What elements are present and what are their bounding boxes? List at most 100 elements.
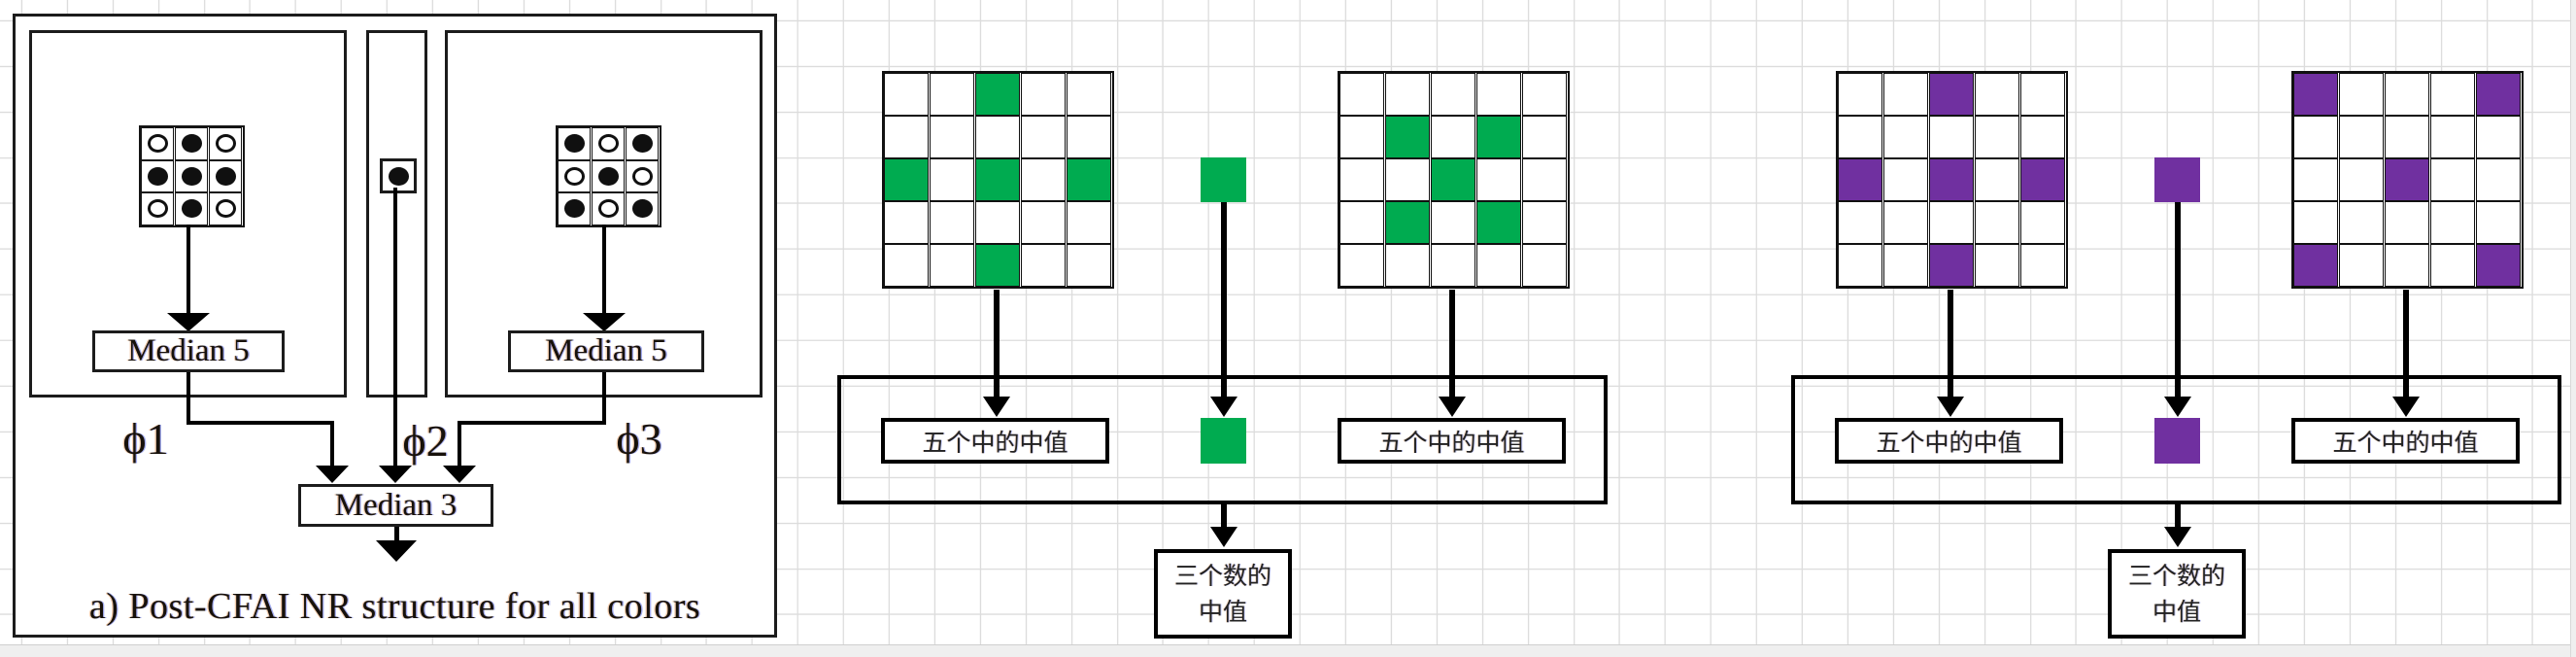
empty-pixel-cell <box>1431 73 1475 116</box>
empty-pixel-cell <box>1021 244 1066 287</box>
phi1-line <box>186 421 332 425</box>
arrow-line <box>2403 290 2409 398</box>
empty-pixel-cell <box>2476 116 2521 158</box>
empty-pixel-cell <box>1339 73 1384 116</box>
phi2-line <box>393 188 397 467</box>
empty-pixel-cell <box>2385 201 2429 244</box>
kernel-cell <box>558 159 591 193</box>
empty-pixel-cell <box>1929 201 1974 244</box>
green-median3-line1: 三个数的 <box>1173 561 1271 590</box>
hollow-pixel-ring <box>597 134 619 154</box>
purple-median5-right-box: 五个中的中值 <box>2291 418 2520 464</box>
purple-median5-left-label: 五个中的中值 <box>1876 428 2022 457</box>
empty-pixel-cell <box>1838 73 1882 116</box>
median5-right-label: Median 5 <box>545 333 667 368</box>
filled-pixel-cell <box>1385 116 1430 158</box>
arrow-down-icon <box>379 466 412 483</box>
hollow-pixel-ring <box>597 199 619 219</box>
empty-pixel-cell <box>1385 73 1430 116</box>
empty-pixel-cell <box>2339 116 2384 158</box>
empty-pixel-cell <box>930 116 974 158</box>
phi3-label: ϕ3 <box>616 414 662 464</box>
sheet-right-bar <box>2570 0 2576 657</box>
arrow-line <box>1221 504 1227 529</box>
empty-pixel-cell <box>1838 116 1882 158</box>
green-median3-line2: 中值 <box>1198 598 1247 626</box>
purple-median-sample-square <box>2154 418 2200 464</box>
hollow-pixel-ring <box>147 199 168 219</box>
arrow-line <box>2175 202 2181 398</box>
filled-pixel-cell <box>2293 244 2338 287</box>
purple-median3-line2: 中值 <box>2152 598 2201 626</box>
arrow-down-icon <box>376 540 417 562</box>
empty-pixel-cell <box>2430 201 2475 244</box>
arrow-line <box>1449 290 1455 398</box>
green-median3-box: 三个数的 中值 <box>1154 549 1292 639</box>
filled-pixel-dot <box>597 166 619 186</box>
green-plus-grid <box>882 71 1114 289</box>
filled-pixel-cell <box>2385 158 2429 201</box>
empty-pixel-cell <box>2020 201 2065 244</box>
empty-pixel-cell <box>884 244 929 287</box>
green-cross-grid <box>1338 71 1570 289</box>
arrow-down-icon <box>2392 397 2420 417</box>
phi2-label: ϕ2 <box>402 416 449 466</box>
empty-pixel-cell <box>2385 73 2429 116</box>
empty-pixel-cell <box>2339 201 2384 244</box>
empty-pixel-cell <box>884 116 929 158</box>
kernel-cell <box>626 192 659 225</box>
filled-pixel-cell <box>884 158 929 201</box>
filled-pixel-cell <box>975 244 1020 287</box>
empty-pixel-cell <box>2020 116 2065 158</box>
empty-pixel-cell <box>1339 158 1384 201</box>
phi1-label: ϕ1 <box>122 414 169 464</box>
filled-pixel-dot <box>563 134 585 154</box>
kernel-cell <box>175 127 208 160</box>
empty-pixel-cell <box>1067 201 1111 244</box>
filled-pixel-cell <box>1431 158 1475 201</box>
kernel-grid-cross <box>556 125 661 227</box>
kernel-cell <box>209 127 242 160</box>
filled-pixel-dot <box>181 166 202 186</box>
filled-pixel-dot <box>631 199 653 219</box>
arrow-line <box>994 290 1000 398</box>
median3-box: Median 3 <box>298 484 493 527</box>
purple-median5-right-label: 五个中的中值 <box>2332 428 2479 457</box>
empty-pixel-cell <box>2293 158 2338 201</box>
arrow-down-icon <box>443 466 476 483</box>
purple-median3-box: 三个数的 中值 <box>2108 549 2246 639</box>
purple-center-sample-square <box>2154 157 2200 202</box>
kernel-grid-plus <box>139 125 245 227</box>
filled-pixel-cell <box>1929 73 1974 116</box>
empty-pixel-cell <box>1339 116 1384 158</box>
kernel-cell <box>209 159 242 193</box>
empty-pixel-cell <box>1021 158 1066 201</box>
purple-corners-grid <box>2291 71 2524 289</box>
filled-pixel-cell <box>975 73 1020 116</box>
filled-pixel-cell <box>1067 158 1111 201</box>
empty-pixel-cell <box>2339 244 2384 287</box>
arrow-down-icon <box>1439 397 1466 417</box>
arrow-line <box>1221 202 1227 398</box>
arrow-down-icon <box>2164 397 2191 417</box>
filled-pixel-cell <box>2293 73 2338 116</box>
median5-left-label: Median 5 <box>127 333 250 368</box>
empty-pixel-cell <box>975 116 1020 158</box>
filled-pixel-cell <box>975 158 1020 201</box>
filled-pixel-cell <box>2476 73 2521 116</box>
empty-pixel-cell <box>930 244 974 287</box>
kernel-cell <box>592 192 625 225</box>
post-cfai-figure-panel: Median 5 Median 5 ϕ1 ϕ2 ϕ3 Median 3 a) P… <box>13 14 777 638</box>
median3-label: Median 3 <box>334 487 458 523</box>
empty-pixel-cell <box>2020 73 2065 116</box>
kernel-cell <box>141 159 174 193</box>
filled-pixel-dot <box>563 199 585 219</box>
empty-pixel-cell <box>2020 244 2065 287</box>
empty-pixel-cell <box>1476 244 1521 287</box>
sheet-bottom-bar <box>0 644 2576 657</box>
filled-pixel-dot <box>181 134 202 154</box>
empty-pixel-cell <box>2385 116 2429 158</box>
green-median-sample-square <box>1201 418 1246 464</box>
kernel-cell <box>592 159 625 193</box>
empty-pixel-cell <box>1385 158 1430 201</box>
